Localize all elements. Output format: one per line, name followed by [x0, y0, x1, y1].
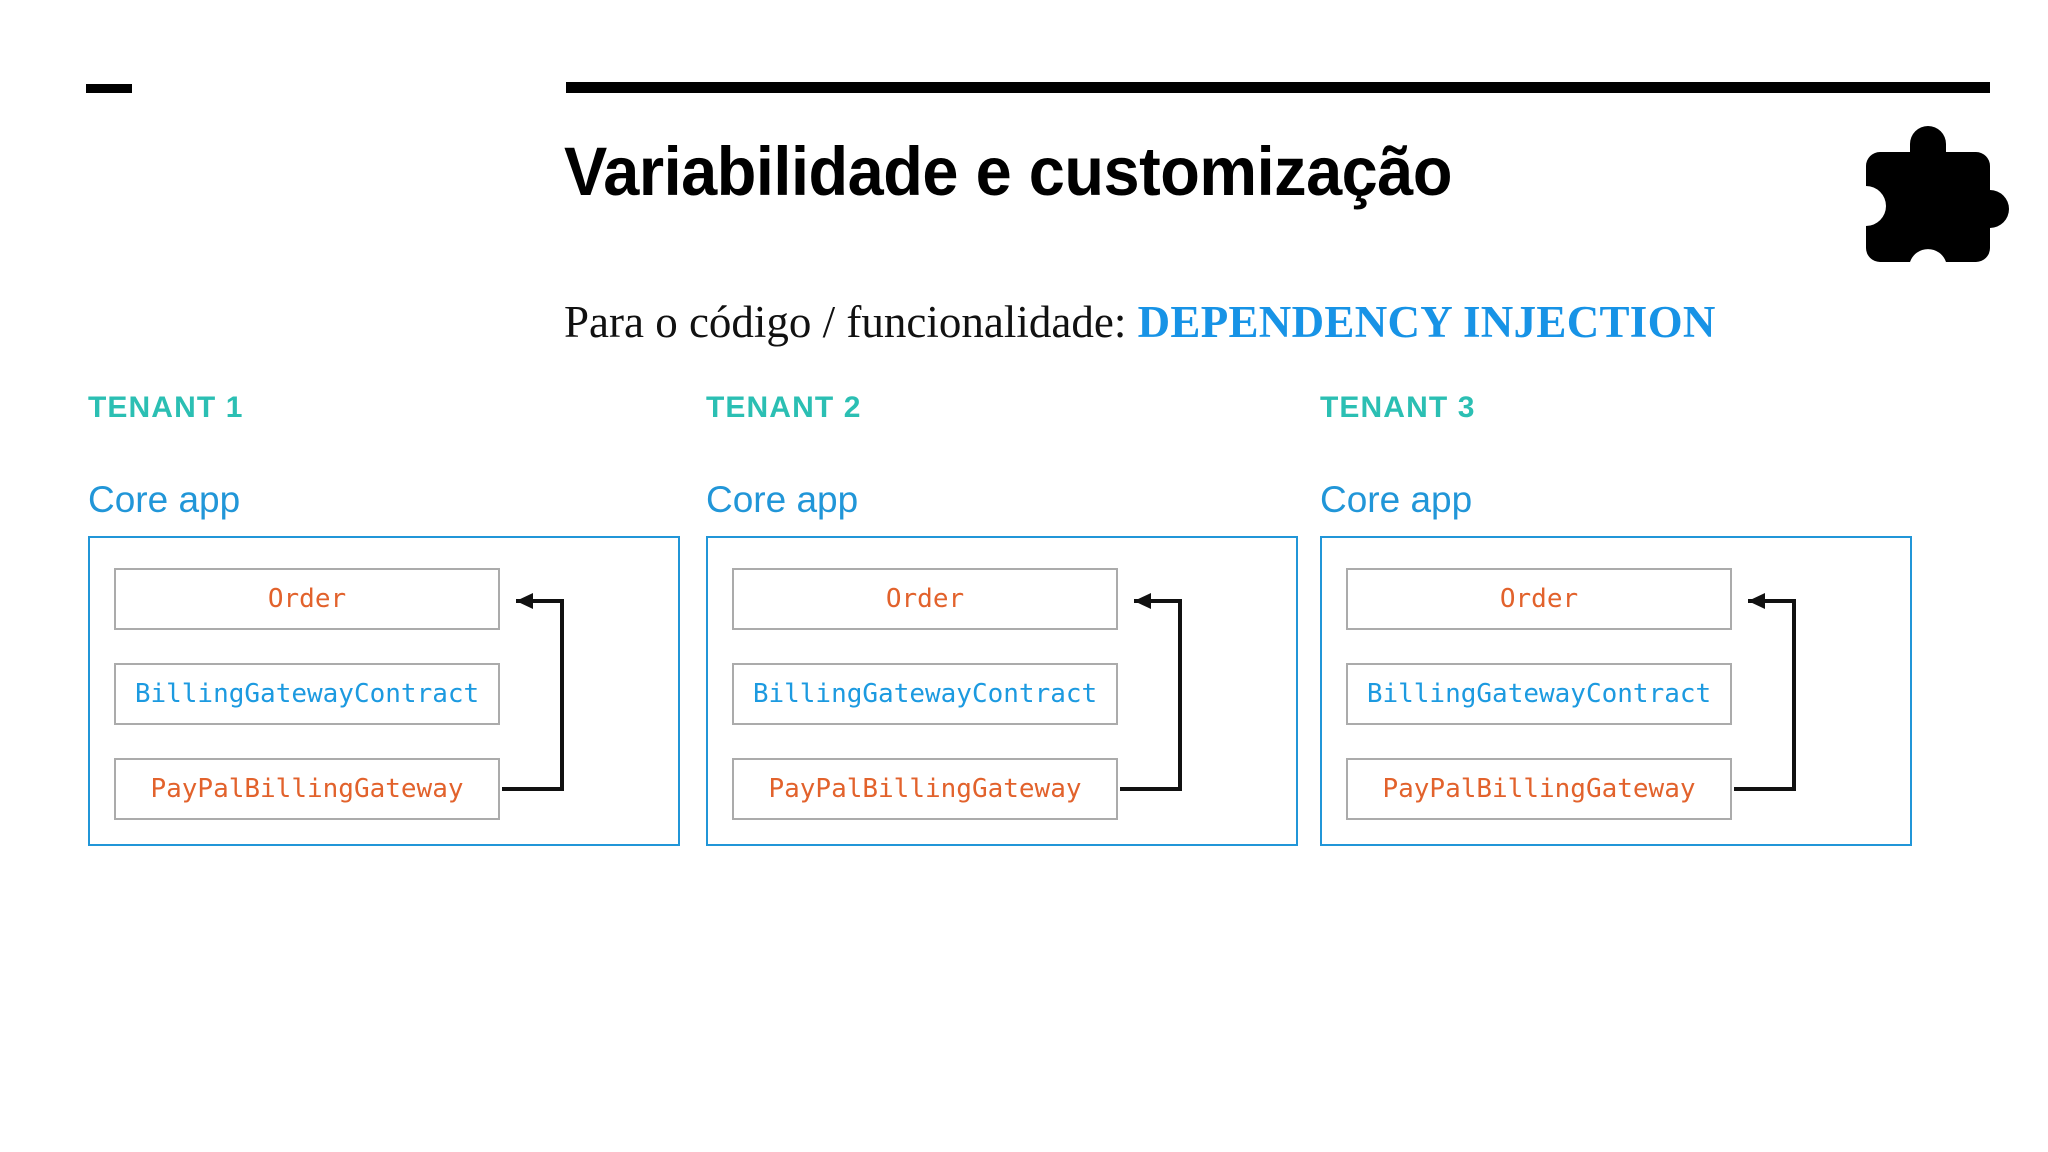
- class-name: BillingGatewayContract: [1366, 679, 1712, 709]
- subtitle-accent: DEPENDENCY INJECTION: [1137, 297, 1716, 347]
- dependency-arrow: [1120, 593, 1182, 791]
- core-app-container: Order BillingGatewayContract PayPalBilli…: [88, 536, 680, 846]
- dependency-arrow: [502, 593, 564, 791]
- class-name: BillingGatewayContract: [134, 679, 480, 709]
- tenant-column: TENANT 2 Core app Order BillingGatewayCo…: [706, 390, 1324, 846]
- tenant-label: TENANT 2: [706, 391, 862, 424]
- class-box[interactable]: PayPalBillingGateway: [732, 758, 1118, 820]
- class-box[interactable]: BillingGatewayContract: [1346, 663, 1732, 725]
- class-box[interactable]: Order: [114, 568, 500, 630]
- dash-mark-icon: [86, 84, 132, 93]
- tenant-column: TENANT 3 Core app Order BillingGatewayCo…: [1320, 390, 1938, 846]
- core-app-container: Order BillingGatewayContract PayPalBilli…: [1320, 536, 1912, 846]
- class-name: Order: [1499, 584, 1579, 614]
- tenant-column: TENANT 1 Core app Order BillingGatewayCo…: [88, 390, 706, 846]
- core-app-label: Core app: [1320, 479, 1473, 520]
- class-name: PayPalBillingGateway: [150, 774, 464, 804]
- class-box[interactable]: BillingGatewayContract: [114, 663, 500, 725]
- puzzle-piece-icon: [1866, 126, 2009, 262]
- class-name: PayPalBillingGateway: [768, 774, 1082, 804]
- page-title: Variabilidade e customização: [564, 133, 1453, 210]
- class-name: PayPalBillingGateway: [1382, 774, 1696, 804]
- class-box[interactable]: Order: [1346, 568, 1732, 630]
- class-box[interactable]: Order: [732, 568, 1118, 630]
- core-app-label: Core app: [88, 479, 241, 520]
- class-name: Order: [885, 584, 965, 614]
- class-box[interactable]: PayPalBillingGateway: [1346, 758, 1732, 820]
- header-rule-divider: [566, 82, 1990, 93]
- class-name: BillingGatewayContract: [752, 679, 1098, 709]
- class-name: Order: [267, 584, 347, 614]
- core-app-label: Core app: [706, 479, 859, 520]
- subtitle-prefix: Para o código / funcionalidade:: [564, 297, 1138, 347]
- slide-subtitle: Para o código / funcionalidade: DEPENDEN…: [564, 294, 2014, 350]
- tenant-label: TENANT 3: [1320, 391, 1476, 424]
- dependency-arrow: [1734, 593, 1796, 791]
- class-box[interactable]: PayPalBillingGateway: [114, 758, 500, 820]
- core-app-container: Order BillingGatewayContract PayPalBilli…: [706, 536, 1298, 846]
- tenant-label: TENANT 1: [88, 391, 244, 424]
- class-box[interactable]: BillingGatewayContract: [732, 663, 1118, 725]
